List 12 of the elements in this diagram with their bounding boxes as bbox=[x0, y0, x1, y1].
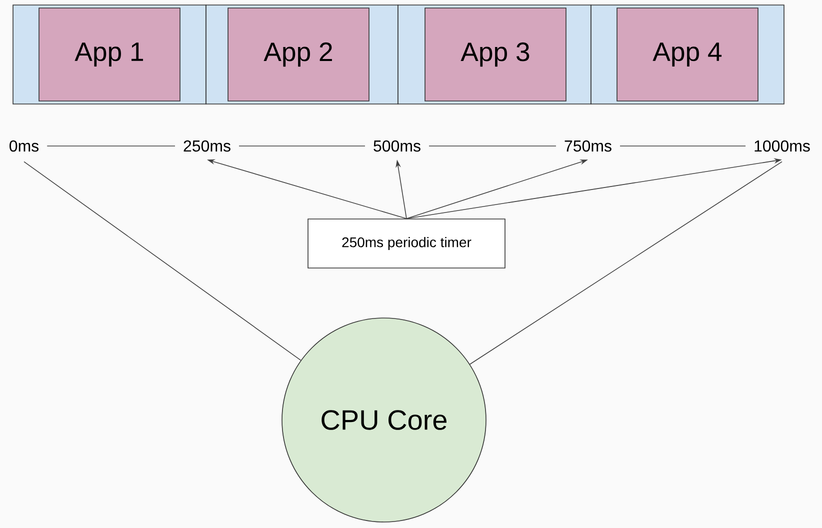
time-label: 500ms bbox=[374, 140, 420, 152]
app-box: App 2 bbox=[228, 8, 370, 102]
time-label: 1000ms bbox=[754, 140, 810, 152]
app-box: App 3 bbox=[424, 8, 566, 102]
app-box: App 1 bbox=[38, 8, 180, 102]
time-label: 0ms bbox=[10, 140, 39, 152]
time-label: 750ms bbox=[564, 140, 612, 152]
time-label: 250ms bbox=[184, 140, 230, 152]
connector-line bbox=[470, 161, 782, 365]
connector-line bbox=[24, 161, 302, 361]
timer-box: 250ms periodic timer bbox=[308, 218, 506, 268]
app-box: App 4 bbox=[616, 8, 758, 102]
